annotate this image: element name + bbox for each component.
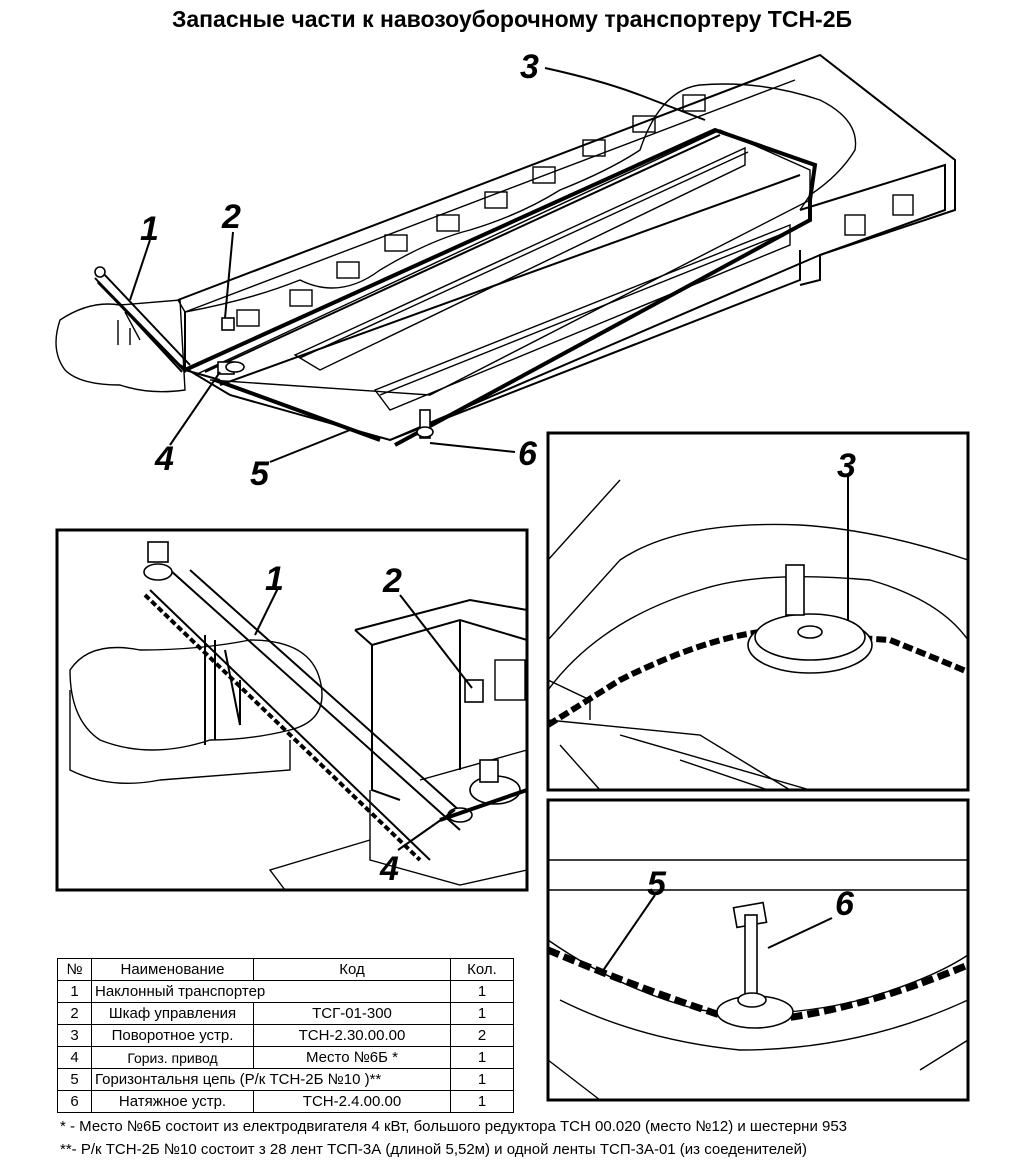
header-name: Наименование bbox=[91, 958, 254, 981]
table-row: 6 Натяжное устр. ТСН-2.4.00.00 1 bbox=[57, 1090, 514, 1113]
row-num: 2 bbox=[57, 1002, 92, 1025]
callout-3: 3 bbox=[520, 48, 539, 86]
callout-2: 2 bbox=[221, 198, 241, 236]
row-num: 6 bbox=[57, 1090, 92, 1113]
detail-callout-1: 1 bbox=[265, 560, 284, 598]
row-qty: 1 bbox=[450, 980, 514, 1003]
detail-turning-device: 3 bbox=[546, 431, 970, 792]
detail-callout-3: 3 bbox=[837, 447, 856, 485]
row-name: Горизонтальня цепь (Р/к ТСН-2Б №10 )** bbox=[91, 1068, 451, 1091]
row-code: ТСН-2.4.00.00 bbox=[253, 1090, 451, 1113]
table-header-row: № Наименование Код Кол. bbox=[57, 958, 514, 981]
table-row: 3 Поворотное устр. ТСН-2.30.00.00 2 bbox=[57, 1024, 514, 1047]
row-num: 1 bbox=[57, 980, 92, 1003]
row-code: ТСН-2.30.00.00 bbox=[253, 1024, 451, 1047]
row-qty: 1 bbox=[450, 1068, 514, 1091]
header-qty: Кол. bbox=[450, 958, 514, 981]
row-name: Поворотное устр. bbox=[91, 1024, 254, 1047]
main-overview-drawing: 1 2 3 4 5 6 bbox=[55, 48, 956, 493]
detail-callout-2: 2 bbox=[382, 562, 402, 600]
row-qty: 1 bbox=[450, 1090, 514, 1113]
detail-chain-tensioner: 5 6 bbox=[546, 798, 970, 1102]
row-name: Шкаф управления bbox=[91, 1002, 254, 1025]
footnote-1: * - Место №6Б состоит из електродвигател… bbox=[60, 1118, 848, 1135]
row-qty: 1 bbox=[450, 1046, 514, 1069]
table-row: 1 Наклонный транспортер 1 bbox=[57, 980, 514, 1003]
table-row: 4 Гориз. привод Место №6Б * 1 bbox=[57, 1046, 514, 1069]
callout-4: 4 bbox=[154, 440, 174, 478]
row-qty: 2 bbox=[450, 1024, 514, 1047]
row-name: Натяжное устр. bbox=[91, 1090, 254, 1113]
row-num: 3 bbox=[57, 1024, 92, 1047]
detail-callout-6: 6 bbox=[835, 885, 855, 923]
callout-6: 6 bbox=[518, 435, 538, 473]
page-title: Запасные части к навозоуборочному трансп… bbox=[171, 6, 853, 32]
row-name: Наклонный транспортер bbox=[91, 980, 451, 1003]
table-row: 5 Горизонтальня цепь (Р/к ТСН-2Б №10 )**… bbox=[57, 1068, 514, 1091]
footnote-2: **- Р/к ТСН-2Б №10 состоит з 28 лент ТСП… bbox=[60, 1141, 808, 1158]
table-row: 2 Шкаф управления ТСГ-01-300 1 bbox=[57, 1002, 514, 1025]
parts-table: № Наименование Код Кол. 1 Наклонный тран… bbox=[57, 958, 514, 1113]
row-num: 4 bbox=[57, 1046, 92, 1069]
row-qty: 1 bbox=[450, 1002, 514, 1025]
detail-callout-5: 5 bbox=[647, 865, 667, 903]
detail-callout-4: 4 bbox=[379, 850, 399, 888]
detail-left-incline-conveyor: 1 2 4 bbox=[55, 528, 529, 892]
callout-5: 5 bbox=[250, 455, 270, 493]
row-name: Гориз. привод bbox=[91, 1046, 254, 1069]
header-code: Код bbox=[253, 958, 451, 981]
header-num: № bbox=[57, 958, 92, 981]
row-num: 5 bbox=[57, 1068, 92, 1091]
row-code: ТСГ-01-300 bbox=[253, 1002, 451, 1025]
row-code: Место №6Б * bbox=[253, 1046, 451, 1069]
callout-1: 1 bbox=[140, 210, 159, 248]
